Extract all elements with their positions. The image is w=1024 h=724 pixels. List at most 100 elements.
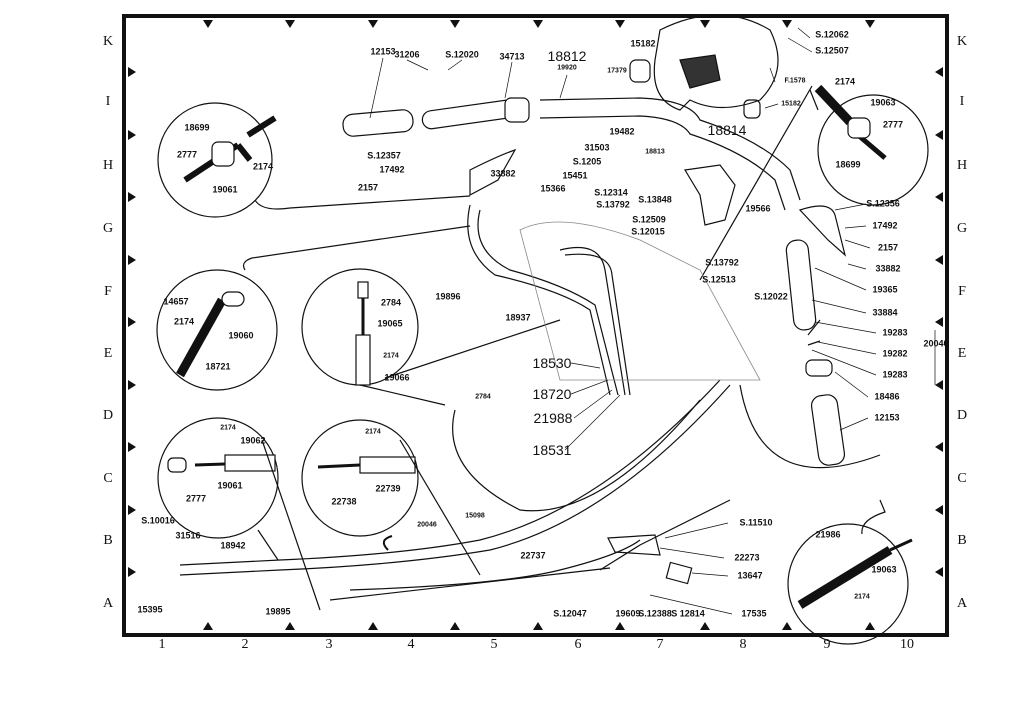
part-number-label: 2174 xyxy=(365,428,381,436)
grid-marker-bottom xyxy=(203,622,213,630)
row-label-b-left: B xyxy=(103,533,113,548)
part-number-label: S.13848 xyxy=(638,194,672,205)
cables xyxy=(179,204,881,601)
grid-marker-bottom xyxy=(450,622,460,630)
part-number-label: 2784 xyxy=(380,297,402,308)
part-number-label: 22738 xyxy=(331,496,357,507)
part-number-label: S.12314 xyxy=(594,187,628,198)
part-number-label: 17379 xyxy=(607,67,627,75)
grid-marker-top xyxy=(368,20,378,28)
part-number-label: S.1205 xyxy=(572,156,602,167)
part-number-label: S.12020 xyxy=(445,49,479,60)
part-number-label: 19895 xyxy=(265,606,291,617)
row-label-d-right: D xyxy=(956,408,968,423)
column-label-10: 10 xyxy=(900,637,914,652)
part-number-label: 31516 xyxy=(175,530,201,541)
part-number-label: S.12357 xyxy=(367,150,401,161)
column-label-2: 2 xyxy=(241,637,249,652)
part-number-label: 2157 xyxy=(357,182,379,193)
part-number-label: 19063 xyxy=(870,97,896,108)
part-number-label: 20046 xyxy=(417,521,437,529)
part-number-label: 17535 xyxy=(741,608,767,619)
part-number-label: 15182 xyxy=(781,100,801,108)
part-number-label: 2157 xyxy=(877,242,899,253)
switch-unit xyxy=(469,148,847,257)
grid-marker-right xyxy=(935,442,943,452)
grid-marker-bottom xyxy=(782,622,792,630)
grid-marker-top xyxy=(865,20,875,28)
part-number-label: S 12814 xyxy=(671,608,705,619)
part-number-label: 19283 xyxy=(882,327,908,338)
column-label-1: 1 xyxy=(158,637,166,652)
grid-marker-bottom xyxy=(533,622,543,630)
row-label-i-right: I xyxy=(959,94,965,109)
grid-marker-right xyxy=(935,130,943,140)
grid-marker-bottom xyxy=(285,622,295,630)
column-label-4: 4 xyxy=(407,637,415,652)
grid-marker-left xyxy=(128,505,136,515)
leader-lines xyxy=(369,27,936,615)
part-number-label: 19482 xyxy=(609,126,635,137)
row-label-e-left: E xyxy=(103,346,113,361)
part-number-label: 18721 xyxy=(205,361,231,372)
grid-marker-left xyxy=(128,317,136,327)
part-number-label: S.13792 xyxy=(705,257,739,268)
column-label-3: 3 xyxy=(325,637,333,652)
part-number-label: 22273 xyxy=(734,552,760,563)
part-number-label: 19065 xyxy=(377,318,403,329)
row-label-d-left: D xyxy=(102,408,114,423)
part-number-label: 21986 xyxy=(815,529,841,540)
handlebar xyxy=(342,97,846,466)
part-number-label: 18699 xyxy=(184,122,210,133)
part-number-label: 19896 xyxy=(435,291,461,302)
part-number-label: 19609 xyxy=(615,608,641,619)
row-label-e-right: E xyxy=(957,346,967,361)
detail-circle-lever-right xyxy=(699,84,929,281)
row-label-k-right: K xyxy=(956,34,968,49)
part-number-label: 12153 xyxy=(370,46,396,57)
part-number-label: 34713 xyxy=(499,51,525,62)
part-number-label: 19566 xyxy=(745,203,771,214)
grid-marker-bottom xyxy=(865,622,875,630)
grid-marker-right xyxy=(935,505,943,515)
part-number-label: 18942 xyxy=(220,540,246,551)
detail-circle-cable-d xyxy=(301,419,481,576)
grid-marker-top xyxy=(615,20,625,28)
grid-marker-top xyxy=(203,20,213,28)
column-label-7: 7 xyxy=(656,637,664,652)
grid-marker-top xyxy=(450,20,460,28)
detail-circle-cable-e xyxy=(787,499,913,645)
row-label-f-right: F xyxy=(958,284,966,299)
part-number-label: 15098 xyxy=(465,512,485,520)
part-number-label: 19283 xyxy=(882,369,908,380)
frame-headset xyxy=(519,221,761,381)
row-label-g-left: G xyxy=(102,221,114,236)
grid-marker-left xyxy=(128,130,136,140)
part-number-label: S.10016 xyxy=(141,515,175,526)
part-number-label: 33882 xyxy=(490,168,516,179)
part-number-label: 15366 xyxy=(540,183,566,194)
column-label-5: 5 xyxy=(490,637,498,652)
part-number-label: 2777 xyxy=(176,149,198,160)
grid-marker-right xyxy=(935,380,943,390)
detail-circle-cable-c xyxy=(157,417,321,611)
part-number-label: 2174 xyxy=(854,593,870,601)
part-number-label: F.1578 xyxy=(784,77,806,85)
part-number-label: S.11510 xyxy=(739,517,773,528)
part-number-label: 18937 xyxy=(505,312,531,323)
part-number-label: 17492 xyxy=(872,220,898,231)
part-number-label: 22737 xyxy=(520,550,546,561)
part-number-label: 19061 xyxy=(212,184,238,195)
part-number-label: 18486 xyxy=(874,391,900,402)
part-number-label: 13647 xyxy=(737,570,763,581)
part-number-label: 2174 xyxy=(252,161,274,172)
part-number-label: 21988 xyxy=(533,410,573,426)
headlamp xyxy=(629,14,779,119)
row-label-c-right: C xyxy=(957,471,967,486)
part-number-label: 19061 xyxy=(217,480,243,491)
row-label-k-left: K xyxy=(102,34,114,49)
part-number-label: 18814 xyxy=(707,122,747,138)
grid-marker-bottom xyxy=(700,622,710,630)
grid-marker-top xyxy=(700,20,710,28)
